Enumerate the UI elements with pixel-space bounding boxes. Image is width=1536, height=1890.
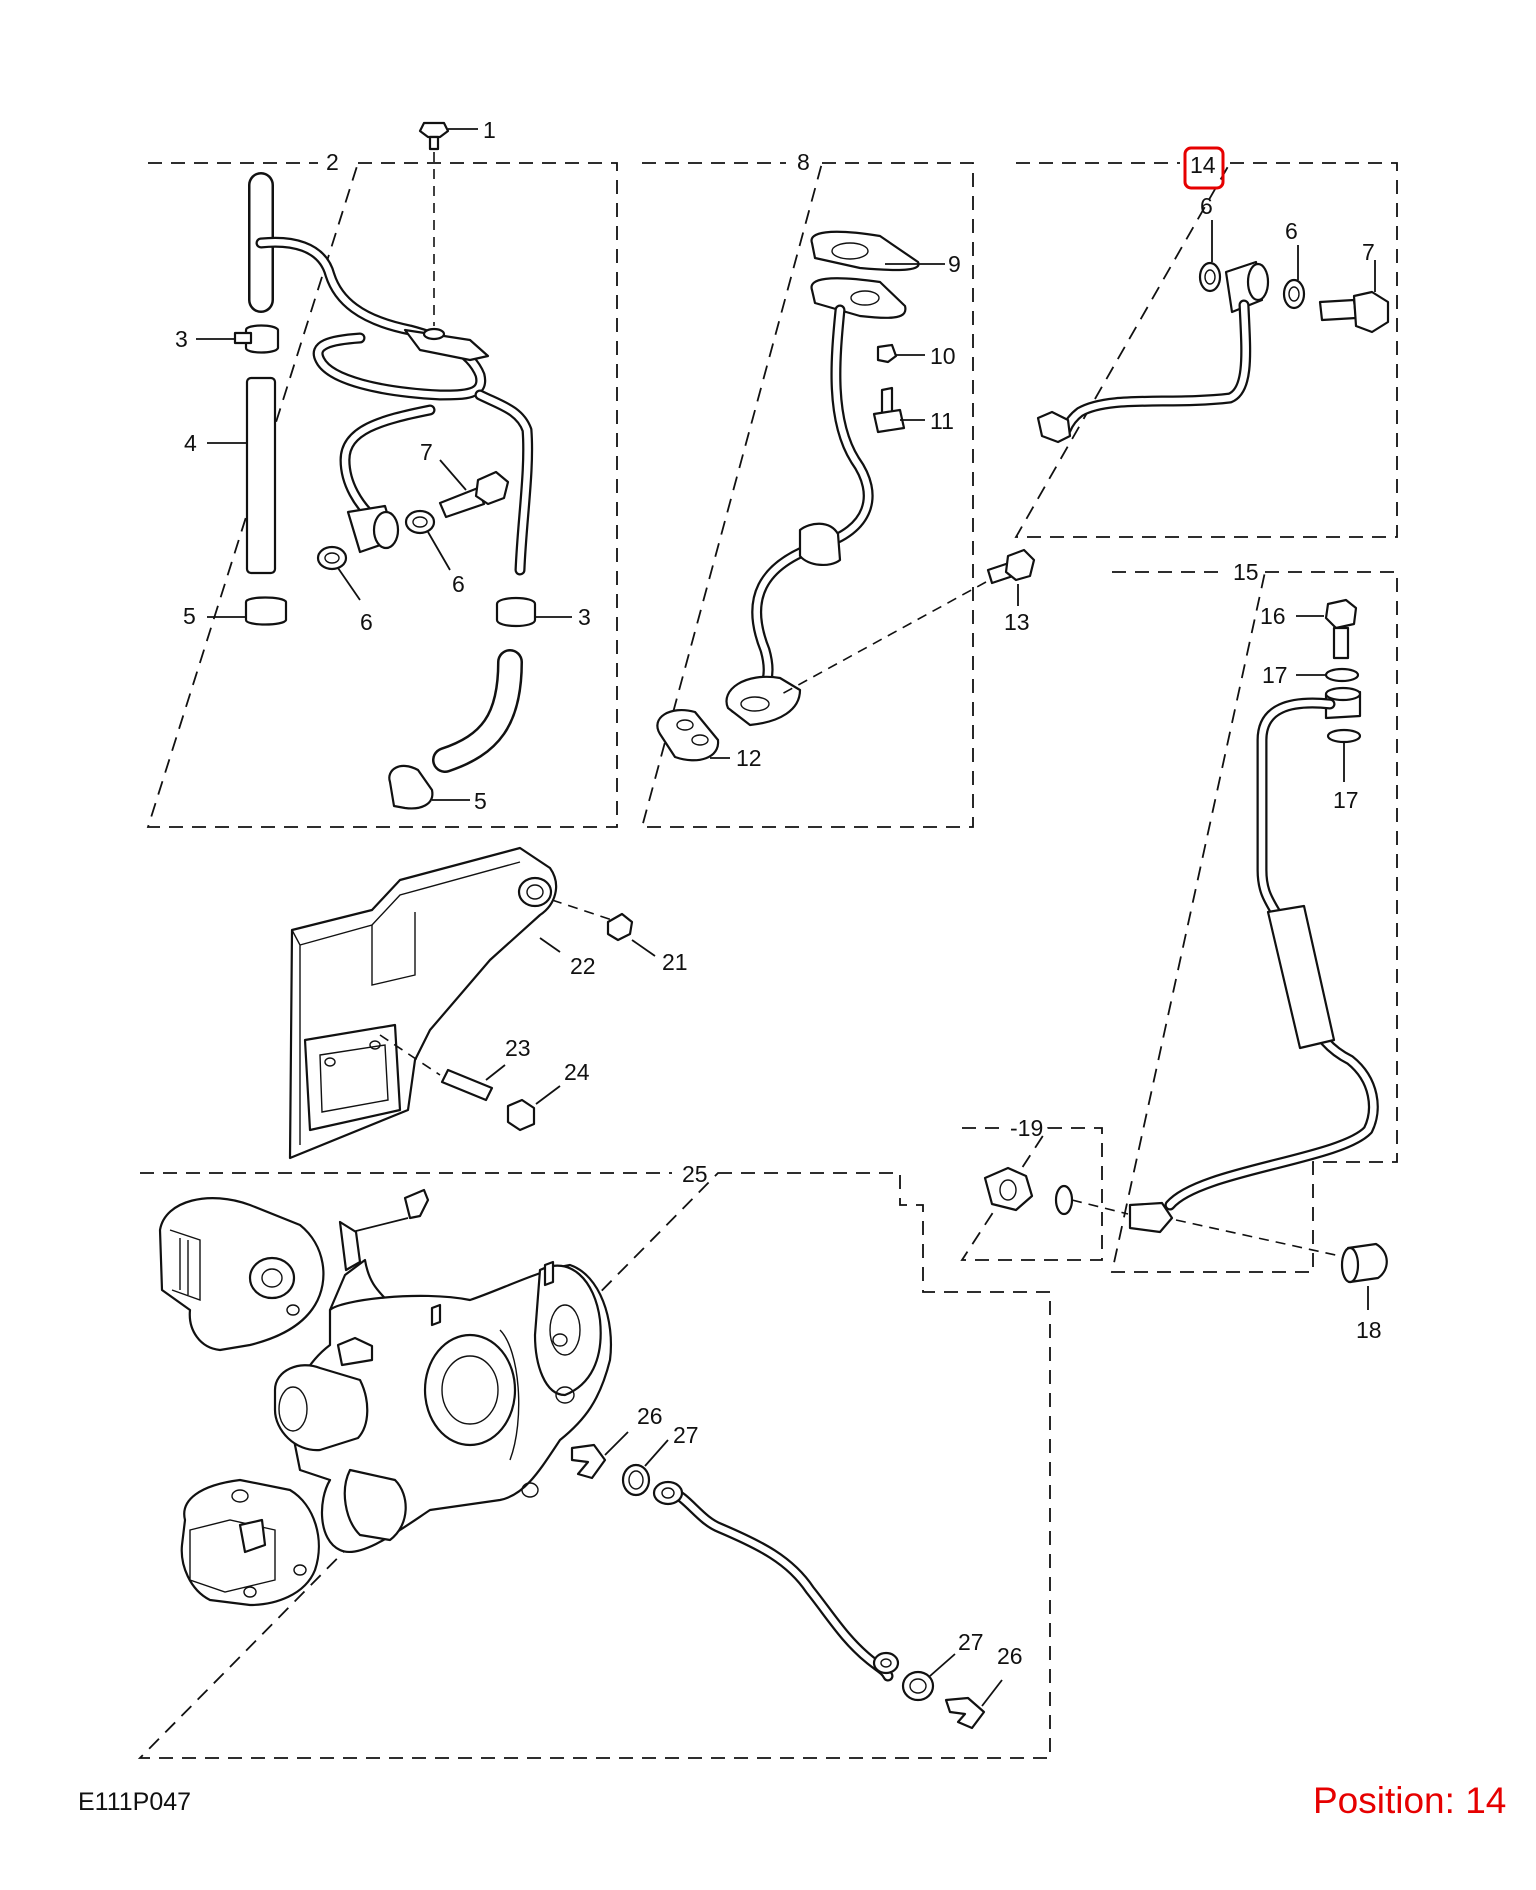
stud-11 [872, 386, 925, 434]
callout-labels: 1 2 3 4 5 6 6 7 3 5 8 9 10 11 12 13 14 6… [175, 117, 1382, 1669]
coolant-hose-4 [207, 376, 277, 575]
group-8-oil-feed-pipe [656, 230, 1036, 762]
adapter-19 [983, 1166, 1034, 1212]
callout-27-lower: 27 [958, 1629, 984, 1655]
hose-clamp-3-upper [196, 324, 280, 354]
callout-22: 22 [570, 953, 596, 979]
callout-26-lower: 26 [997, 1643, 1023, 1669]
o-ring-19 [1054, 1184, 1129, 1216]
callout-6-a: 6 [360, 609, 373, 635]
callout-7-left: 7 [420, 439, 433, 465]
oil-return-pipe-15 [1128, 697, 1379, 1234]
callout-9: 9 [948, 251, 961, 277]
coolant-pipe [652, 1480, 900, 1682]
hose-clamp-3-lower [495, 596, 572, 628]
callout-6-c: 6 [1200, 193, 1213, 219]
callout-7-right: 7 [1362, 239, 1375, 265]
callout-1: 1 [483, 117, 496, 143]
callout-3-upper: 3 [175, 326, 188, 352]
group-2-coolant-hoses [196, 121, 572, 810]
gasket-12 [656, 709, 730, 762]
elbow-hose [432, 649, 523, 773]
callout-18: 18 [1356, 1317, 1382, 1343]
lower-flange [725, 675, 802, 727]
washer-6-right [1282, 245, 1306, 310]
nut-10 [876, 343, 925, 364]
group-15-oil-return-pipe [1128, 598, 1388, 1310]
banjo-fitting-15 [1324, 686, 1362, 720]
figure-code: E111P047 [78, 1788, 191, 1816]
o-ring-27-lower [901, 1653, 956, 1702]
group-boxes [137, 162, 1398, 1759]
callout-12: 12 [736, 745, 762, 771]
banjo-fitting-14 [1224, 260, 1270, 314]
bypass-valve [180, 1478, 320, 1607]
bolt-16 [1296, 598, 1358, 660]
callout-17-upper: 17 [1262, 662, 1288, 688]
o-ring-27-upper [621, 1439, 669, 1497]
wastegate-actuator [158, 1197, 325, 1352]
heat-shield-22 [288, 846, 561, 1160]
gasket-9 [810, 230, 945, 272]
callout-17-lower: 17 [1333, 787, 1359, 813]
bolt-21 [551, 899, 656, 957]
callout-5-left: 5 [183, 603, 196, 629]
callout-23: 23 [505, 1035, 531, 1061]
callout-6-d: 6 [1285, 218, 1298, 244]
clip-26-lower [944, 1679, 1003, 1730]
callout-11: 11 [930, 408, 954, 434]
callout-24: 24 [564, 1059, 590, 1085]
callout-14: 14 [1190, 152, 1216, 178]
oil-pipe-14 [1036, 299, 1252, 444]
callout-10: 10 [930, 343, 956, 369]
callout-6-b: 6 [452, 571, 465, 597]
callout-8: 8 [797, 149, 810, 175]
washer-17-upper [1296, 667, 1360, 683]
banjo-fitting-left [316, 459, 510, 601]
callout-13: 13 [1004, 609, 1030, 635]
plug-18 [1175, 1219, 1388, 1310]
callout-5-right: 5 [474, 788, 487, 814]
callout-2: 2 [326, 149, 339, 175]
callout-4: 4 [184, 430, 197, 456]
hose-clamp-5-left [207, 596, 288, 626]
washer-6-left [1198, 220, 1222, 293]
oil-feed-pipe-8 [729, 304, 874, 714]
callout-19: -19 [1010, 1115, 1043, 1141]
coolant-pipe-2 [248, 172, 534, 576]
callout-16: 16 [1260, 603, 1286, 629]
bolt-13 [779, 548, 1036, 696]
group-19-adapter [983, 1166, 1129, 1216]
callout-25: 25 [682, 1161, 708, 1187]
callout-26-upper: 26 [637, 1403, 663, 1429]
callout-21: 21 [662, 949, 688, 975]
group-25-turbocharger [158, 1188, 1003, 1730]
callout-27-upper: 27 [673, 1422, 699, 1448]
bleed-fitting [338, 1188, 430, 1272]
hose-cap-5-right [388, 764, 470, 810]
flange-upper [810, 277, 907, 319]
turbocharger-body [273, 1258, 612, 1553]
group-14-oil-pipe [1036, 146, 1390, 444]
callout-3-lower: 3 [578, 604, 591, 630]
bolt-7-right [1318, 260, 1390, 334]
position-label: Position: 14 [1313, 1780, 1506, 1821]
nut-24 [506, 1085, 561, 1132]
callout-15: 15 [1233, 559, 1259, 585]
clip-26-upper [570, 1431, 629, 1480]
bolt-1 [418, 121, 478, 326]
washer-17-lower [1326, 728, 1362, 782]
position-14-highlight [1183, 146, 1225, 190]
stud-23 [379, 1034, 506, 1102]
